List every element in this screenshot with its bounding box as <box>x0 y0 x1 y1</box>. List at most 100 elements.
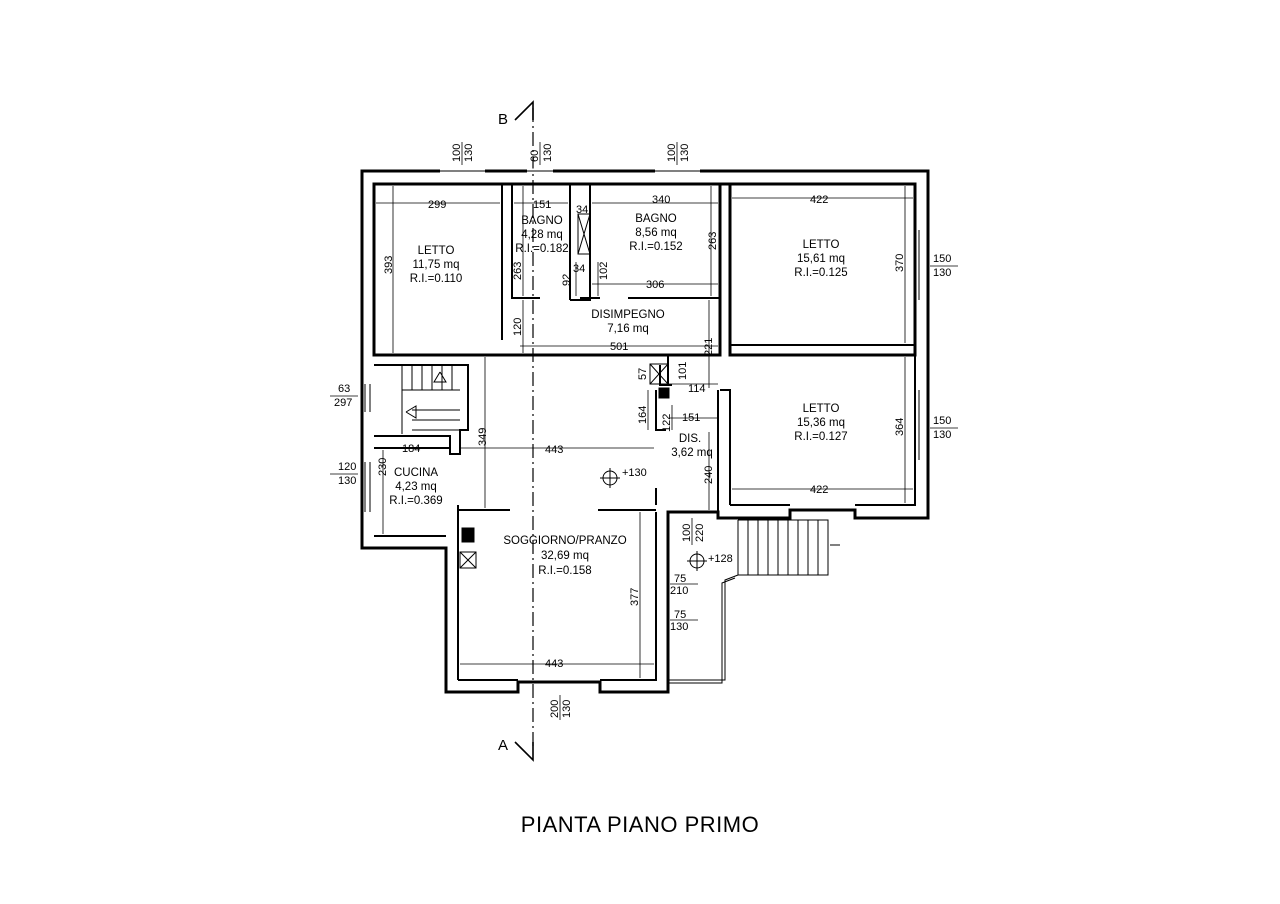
svg-text:BAGNO: BAGNO <box>521 215 563 227</box>
svg-text:60: 60 <box>529 150 541 162</box>
section-label-b: B <box>498 111 508 128</box>
svg-text:3,62 mq: 3,62 mq <box>671 447 713 459</box>
room-disimpegno: DISIMPEGNO 7,16 mq <box>591 309 665 335</box>
svg-text:R.I.=0.110: R.I.=0.110 <box>410 273 463 285</box>
svg-text:120: 120 <box>512 318 524 336</box>
room-bagno-2: BAGNO 8,56 mq R.I.=0.152 <box>629 213 682 253</box>
svg-text:R.I.=0.182: R.I.=0.182 <box>515 243 568 255</box>
svg-text:151: 151 <box>533 199 551 211</box>
interior-stairs <box>401 366 460 434</box>
svg-text:297: 297 <box>334 397 352 409</box>
exterior-stairs <box>668 519 840 684</box>
shafts <box>459 213 670 569</box>
svg-text:R.I.=0.158: R.I.=0.158 <box>538 565 591 577</box>
svg-text:4,23 mq: 4,23 mq <box>395 481 437 493</box>
plan-title: PIANTA PIANO PRIMO <box>520 812 760 837</box>
svg-text:240: 240 <box>703 466 715 484</box>
svg-text:299: 299 <box>428 199 446 211</box>
svg-text:BAGNO: BAGNO <box>635 213 677 225</box>
svg-text:443: 443 <box>545 658 563 670</box>
svg-text:306: 306 <box>646 279 664 291</box>
svg-text:R.I.=0.369: R.I.=0.369 <box>389 495 442 507</box>
svg-text:114: 114 <box>688 383 706 395</box>
opening-marks <box>330 142 958 720</box>
svg-text:130: 130 <box>933 429 951 441</box>
svg-text:R.I.=0.127: R.I.=0.127 <box>794 431 847 443</box>
room-bagno-1: BAGNO 4,28 mq R.I.=0.182 <box>515 215 568 255</box>
svg-text:LETTO: LETTO <box>803 403 840 415</box>
svg-text:7,16 mq: 7,16 mq <box>607 323 649 335</box>
dimension-lines <box>376 186 913 678</box>
svg-text:349: 349 <box>477 428 489 446</box>
svg-text:130: 130 <box>670 621 688 633</box>
level-interior: +130 <box>622 467 647 479</box>
svg-text:100: 100 <box>666 144 678 162</box>
svg-text:210: 210 <box>670 585 688 597</box>
room-dis: DIS. 3,62 mq <box>671 433 713 459</box>
svg-text:75: 75 <box>674 609 686 621</box>
svg-text:364: 364 <box>894 418 906 436</box>
svg-text:75: 75 <box>674 573 686 585</box>
svg-text:230: 230 <box>377 458 389 476</box>
svg-text:340: 340 <box>652 194 670 206</box>
svg-text:130: 130 <box>561 700 573 718</box>
room-soggiorno: SOGGIORNO/PRANZO 32,69 mq R.I.=0.158 <box>503 535 626 577</box>
svg-text:34: 34 <box>576 204 588 216</box>
dimension-labels: 299 151 34 340 422 34 306 501 114 151 18… <box>377 194 906 670</box>
svg-text:130: 130 <box>463 144 475 162</box>
svg-text:164: 164 <box>637 406 649 424</box>
svg-text:DIS.: DIS. <box>679 433 701 445</box>
svg-text:SOGGIORNO/PRANZO: SOGGIORNO/PRANZO <box>503 535 626 547</box>
svg-text:CUCINA: CUCINA <box>394 467 438 479</box>
svg-text:150: 150 <box>933 253 951 265</box>
svg-text:11,75 mq: 11,75 mq <box>412 259 459 271</box>
room-letto-1: LETTO 11,75 mq R.I.=0.110 <box>410 245 463 285</box>
section-axis: B A <box>498 100 534 762</box>
svg-text:501: 501 <box>610 341 628 353</box>
svg-text:220: 220 <box>694 524 706 542</box>
svg-text:130: 130 <box>542 144 554 162</box>
level-marks <box>600 468 707 571</box>
svg-text:370: 370 <box>894 254 906 272</box>
svg-text:221: 221 <box>703 338 715 356</box>
svg-text:100: 100 <box>451 144 463 162</box>
svg-text:R.I.=0.125: R.I.=0.125 <box>794 267 847 279</box>
svg-text:8,56 mq: 8,56 mq <box>635 227 677 239</box>
svg-text:101: 101 <box>677 362 689 380</box>
level-terrace: +128 <box>708 553 733 565</box>
svg-text:32,69 mq: 32,69 mq <box>541 550 589 562</box>
svg-text:422: 422 <box>810 484 828 496</box>
svg-text:150: 150 <box>933 415 951 427</box>
svg-text:130: 130 <box>933 267 951 279</box>
svg-text:422: 422 <box>810 194 828 206</box>
svg-text:200: 200 <box>549 700 561 718</box>
svg-text:15,36 mq: 15,36 mq <box>797 417 845 429</box>
svg-text:151: 151 <box>682 412 700 424</box>
room-cucina: CUCINA 4,23 mq R.I.=0.369 <box>389 467 442 507</box>
svg-text:263: 263 <box>512 262 524 280</box>
svg-text:92: 92 <box>561 274 573 286</box>
svg-text:LETTO: LETTO <box>803 239 840 251</box>
room-letto-3: LETTO 15,36 mq R.I.=0.127 <box>794 403 847 443</box>
svg-text:57: 57 <box>637 368 649 380</box>
svg-text:LETTO: LETTO <box>418 245 455 257</box>
svg-text:63: 63 <box>338 383 350 395</box>
section-label-a: A <box>498 737 508 754</box>
side-windows <box>364 230 920 512</box>
svg-text:377: 377 <box>629 588 641 606</box>
svg-text:34: 34 <box>573 263 585 275</box>
svg-text:263: 263 <box>707 232 719 250</box>
svg-text:100: 100 <box>681 524 693 542</box>
svg-text:R.I.=0.152: R.I.=0.152 <box>629 241 682 253</box>
svg-text:102: 102 <box>598 262 610 280</box>
svg-text:393: 393 <box>383 256 395 274</box>
opening-labels: 100 130 60 130 100 130 150 130 150 130 6… <box>334 144 951 718</box>
svg-text:120: 120 <box>338 461 356 473</box>
svg-text:130: 130 <box>338 475 356 487</box>
svg-text:184: 184 <box>402 443 420 455</box>
svg-text:4,28 mq: 4,28 mq <box>521 229 563 241</box>
svg-text:443: 443 <box>545 444 563 456</box>
svg-text:DISIMPEGNO: DISIMPEGNO <box>591 309 665 321</box>
svg-text:130: 130 <box>679 144 691 162</box>
